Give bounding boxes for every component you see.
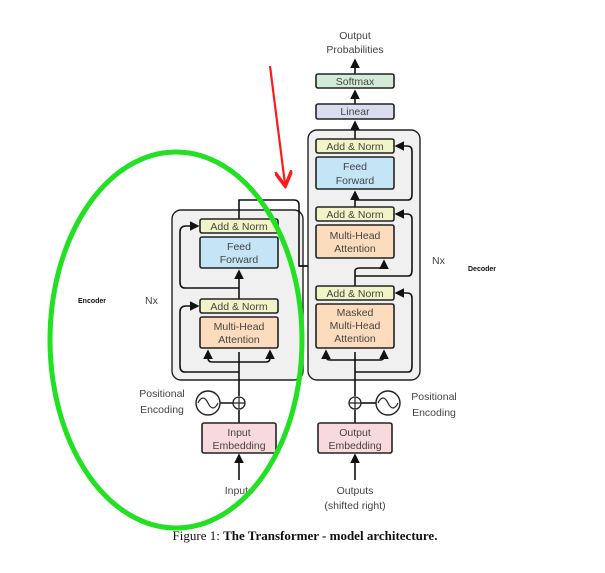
decoder-ff-label-1: Feed <box>343 161 367 173</box>
encoder-add-norm-bottom <box>199 298 279 314</box>
sine-wave-icon <box>375 390 401 416</box>
encoder-ff-label-1: Feed <box>227 241 251 253</box>
decoder-label: Decoder <box>468 266 496 273</box>
decoder-add-norm-bottom <box>315 285 395 301</box>
decoder-pos-enc-label-2: Encoding <box>412 407 456 419</box>
masked-mha-label-1: Masked <box>337 307 374 319</box>
encoder-ff-label-2: Forward <box>220 254 259 266</box>
encoder-mha-label-1: Multi-Head <box>214 321 265 333</box>
output-embedding-label-1: Output <box>339 427 371 439</box>
output-probabilities-label-1: Output <box>339 30 371 42</box>
softmax-label: Softmax <box>336 76 375 88</box>
decoder-add-norm-mid-label: Add & Norm <box>326 209 383 221</box>
output-embedding-label-2: Embedding <box>328 440 381 452</box>
masked-mha-label-2: Multi-Head <box>330 320 381 332</box>
decoder-ff-label-2: Forward <box>336 175 375 187</box>
input-embedding <box>201 422 277 454</box>
masked-mha-label-3: Attention <box>334 333 376 345</box>
linear-label: Linear <box>340 106 370 118</box>
caption-title: The Transformer - model architecture. <box>223 528 437 543</box>
encoder-pos-enc-label-1: Positional <box>139 388 185 400</box>
linear-box <box>315 103 395 120</box>
encoder-feed-forward <box>199 236 279 269</box>
encoder-pos-enc-label-2: Encoding <box>140 404 184 416</box>
encoder-add-norm-bottom-label: Add & Norm <box>210 301 267 313</box>
sine-wave-icon <box>195 390 221 416</box>
encoder-label: Encoder <box>78 298 106 305</box>
add-circle-icon <box>348 396 362 410</box>
output-probabilities-label-2: Probabilities <box>326 44 383 56</box>
decoder-add-norm-mid <box>315 206 395 222</box>
decoder-add-norm-bottom-label: Add & Norm <box>326 288 383 300</box>
decoder-multi-head-attention <box>315 224 395 259</box>
softmax-box <box>315 73 395 89</box>
add-circle-icon <box>232 396 246 410</box>
decoder-masked-attention <box>315 303 395 349</box>
outputs-label-1: Outputs <box>337 485 374 497</box>
decoder-mha-label-1: Multi-Head <box>330 230 381 242</box>
decoder-add-norm-top-label: Add & Norm <box>326 141 383 153</box>
output-embedding <box>317 422 393 454</box>
encoder-multi-head-attention <box>199 316 279 349</box>
annotation-ellipse <box>47 149 305 531</box>
caption-prefix: Figure 1: <box>173 528 224 543</box>
decoder-nx: Nx <box>432 255 446 267</box>
decoder-pos-enc-label-1: Positional <box>411 391 457 403</box>
figure-caption: Figure 1: The Transformer - model archit… <box>173 528 438 543</box>
decoder-add-norm-top <box>315 138 395 154</box>
input-embedding-label-2: Embedding <box>212 440 265 452</box>
annotation-arrow <box>268 65 285 184</box>
encoder-add-norm-top-label: Add & Norm <box>210 221 267 233</box>
decoder-feed-forward <box>315 156 395 190</box>
decoder-mha-label-2: Attention <box>334 243 376 255</box>
outputs-label-2: (shifted right) <box>324 500 385 512</box>
input-embedding-label-1: Input <box>227 427 250 439</box>
encoder-nx: Nx <box>145 295 159 307</box>
encoder-mha-label-2: Attention <box>218 334 260 346</box>
